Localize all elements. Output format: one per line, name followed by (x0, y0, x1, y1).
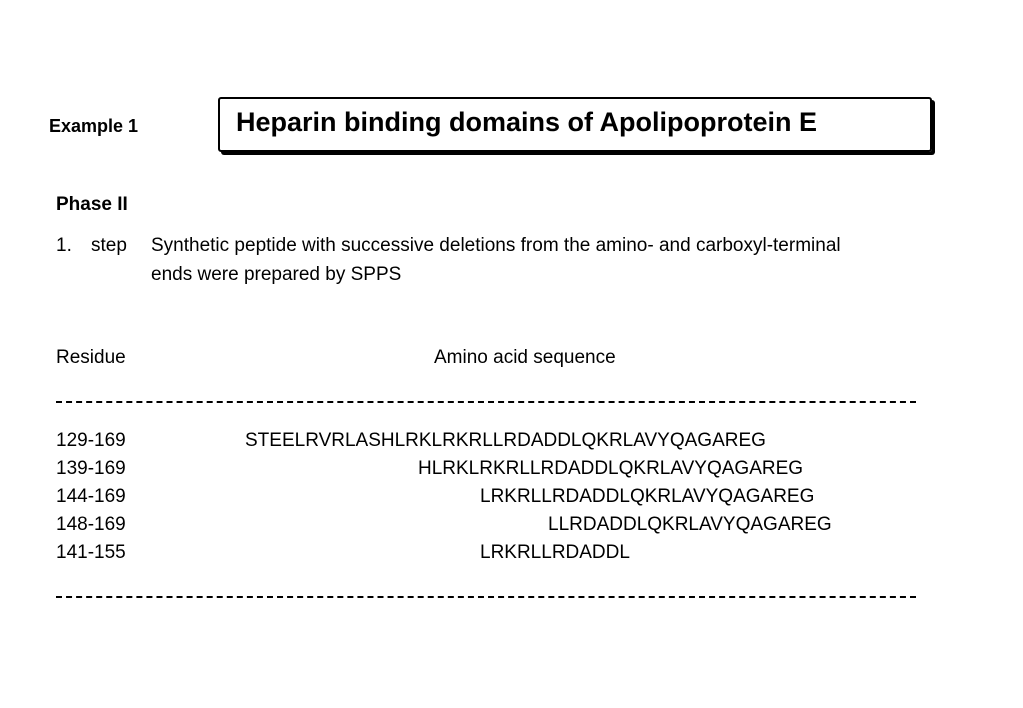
step-description-line2: ends were prepared by SPPS (151, 264, 402, 285)
divider-top (56, 401, 916, 403)
step-number: 1. (56, 235, 72, 256)
residue-cell: 129-169 (56, 430, 126, 451)
sequence-cell: STEELRVRLASHLRKLRKRLLRDADDLQKRLAVYQAGARE… (245, 430, 766, 451)
residue-cell: 139-169 (56, 458, 126, 479)
residue-cell: 148-169 (56, 514, 126, 535)
example-label: Example 1 (49, 116, 139, 136)
sequence-cell: LRKRLLRDADDLQKRLAVYQAGAREG (480, 486, 815, 507)
title-box (218, 97, 932, 152)
sequence-cell: LLRDADDLQKRLAVYQAGAREG (548, 514, 832, 535)
column-header-residue: Residue (56, 347, 126, 368)
step-description-line1: Synthetic peptide with successive deleti… (151, 235, 841, 256)
phase-heading: Phase II (56, 194, 128, 215)
column-header-sequence: Amino acid sequence (434, 347, 616, 368)
divider-bottom (56, 596, 916, 598)
page-title: Heparin binding domains of Apolipoprotei… (236, 107, 817, 137)
sequence-cell: HLRKLRKRLLRDADDLQKRLAVYQAGAREG (418, 458, 804, 479)
sequence-cell: LRKRLLRDADDL (480, 542, 630, 563)
step-word: step (91, 235, 127, 256)
residue-cell: 141-155 (56, 542, 126, 563)
residue-cell: 144-169 (56, 486, 126, 507)
